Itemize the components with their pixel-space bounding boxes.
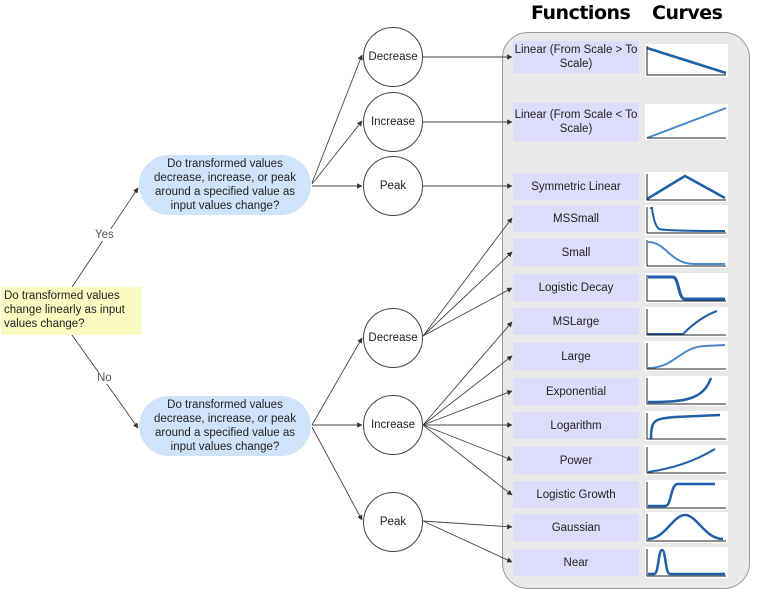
exponential-curve-icon [646,377,726,405]
function-box: Power [513,447,639,474]
function-box: MSSmall [513,205,639,232]
linear-increasing-curve-icon [646,107,727,139]
function-box: Exponential [513,378,639,405]
curve-exponential [645,376,728,406]
function-box: Linear (From Scale > To Scale) [513,41,639,73]
function-box: Logistic Decay [513,274,639,301]
function-box: Gaussian [513,514,639,541]
no-decrease-node: Decrease [363,308,423,368]
functions-header: Functions [531,2,631,24]
curve-logarithm [645,411,728,441]
curve-reverse-s [645,238,728,268]
curve-power [645,445,728,475]
reverse-s-curve-icon [646,240,726,267]
power-curve-icon [646,447,726,474]
yes-decrease-node: Decrease [363,27,423,87]
function-box: Symmetric Linear [513,173,639,200]
curve-linear-increasing [645,104,728,140]
no-peak-node: Peak [363,492,423,552]
curve-sharp-drop [645,205,728,235]
yes-label: Yes [94,229,115,241]
curve-bell [645,512,728,543]
no-label: No [96,372,113,384]
curve-linear-decreasing [645,44,728,77]
yes-branch-question: Do transformed values decrease, increase… [139,155,311,215]
no-branch-question: Do transformed values decrease, increase… [139,396,311,456]
edge-yes-decrease [311,54,363,184]
bell-curve-icon [646,513,726,542]
edge-yes-increase [311,120,363,185]
curve-triangle-peak [645,172,728,202]
root-question: Do transformed values change linearly as… [1,287,142,335]
curve-step-down [645,273,728,303]
function-box: Linear (From Scale < To Scale) [513,103,639,141]
edge-no-peak [311,426,363,521]
sharp-drop-curve-icon [646,207,726,234]
curves-header: Curves [652,2,723,24]
edge-no-decrease [311,337,363,426]
s-curve-icon [646,343,726,370]
narrow-bell-curve-icon [646,548,726,577]
rising-plateau-curve-icon [646,309,726,336]
yes-peak-node: Peak [363,156,423,216]
yes-increase-node: Increase [363,92,423,152]
linear-decreasing-curve-icon [646,46,727,76]
function-box: Near [513,549,639,576]
curve-narrow-bell [645,547,728,578]
function-box: Logistic Growth [513,481,639,508]
triangle-peak-curve-icon [646,174,726,201]
curve-step-up [645,480,728,510]
step-down-curve-icon [646,275,726,302]
curve-rising-plateau [645,307,728,337]
logarithm-curve-icon [646,413,726,440]
function-box: Logarithm [513,412,639,439]
function-box: Small [513,239,639,266]
function-box: MSLarge [513,308,639,335]
curve-s-curve [645,341,728,371]
function-box: Large [513,343,639,370]
step-up-curve-icon [646,482,726,509]
no-increase-node: Increase [363,395,423,455]
